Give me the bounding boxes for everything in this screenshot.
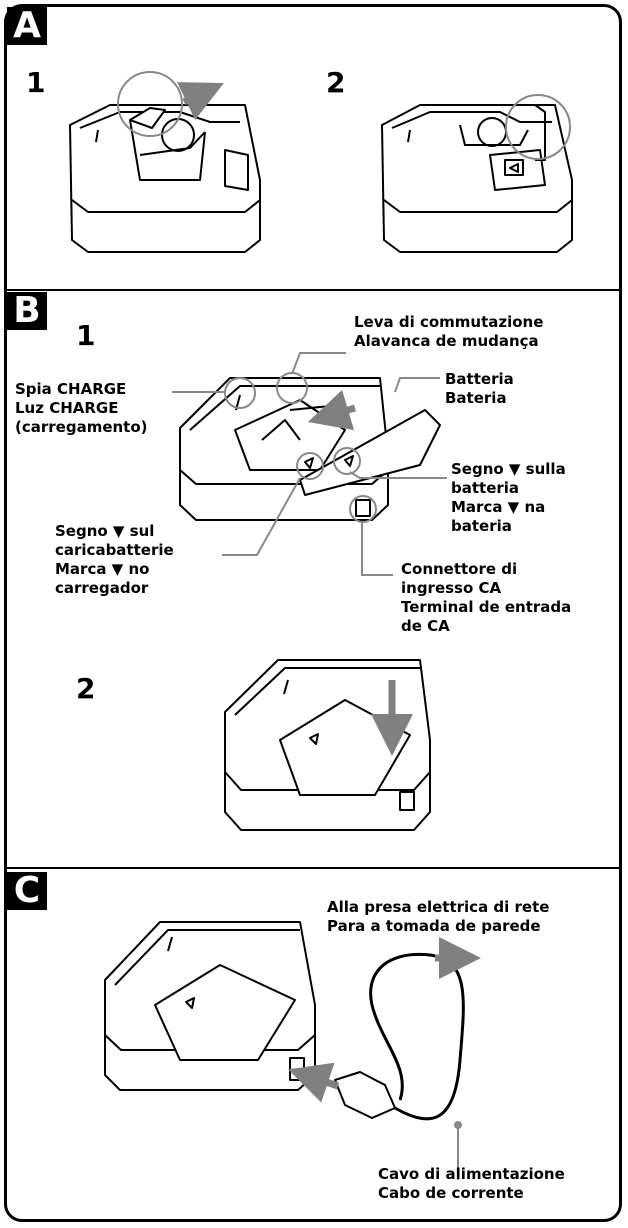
lever-callout-circle-a2 [505, 94, 571, 160]
section-b-badge: B [7, 292, 47, 330]
section-a-step-1: 1 [26, 66, 46, 99]
section-divider-ab [7, 289, 619, 291]
charger-b2-illustration [224, 659, 431, 831]
battery-mark-callout [333, 447, 361, 475]
charger-a1-illustration [69, 104, 261, 253]
section-c-badge: C [7, 872, 47, 910]
slide-arrow-a1 [177, 82, 224, 120]
insert-arrow-b1 [307, 389, 356, 431]
charger-c-illustration [104, 921, 465, 1121]
plug-in-arrow-c [288, 1062, 340, 1103]
charger-a2-illustration [381, 104, 573, 253]
callout-lines-c [454, 1121, 462, 1180]
charger-mark-callout [296, 452, 324, 480]
instruction-frame [4, 4, 622, 1222]
section-a-step-2: 2 [326, 66, 346, 99]
callout-lines-b1 [172, 352, 447, 576]
section-b-step-1: 1 [76, 319, 96, 352]
section-divider-bc [7, 867, 619, 869]
section-b-step-2: 2 [76, 672, 96, 705]
charger-b1-illustration [179, 377, 441, 521]
section-a-badge: A [7, 7, 47, 45]
